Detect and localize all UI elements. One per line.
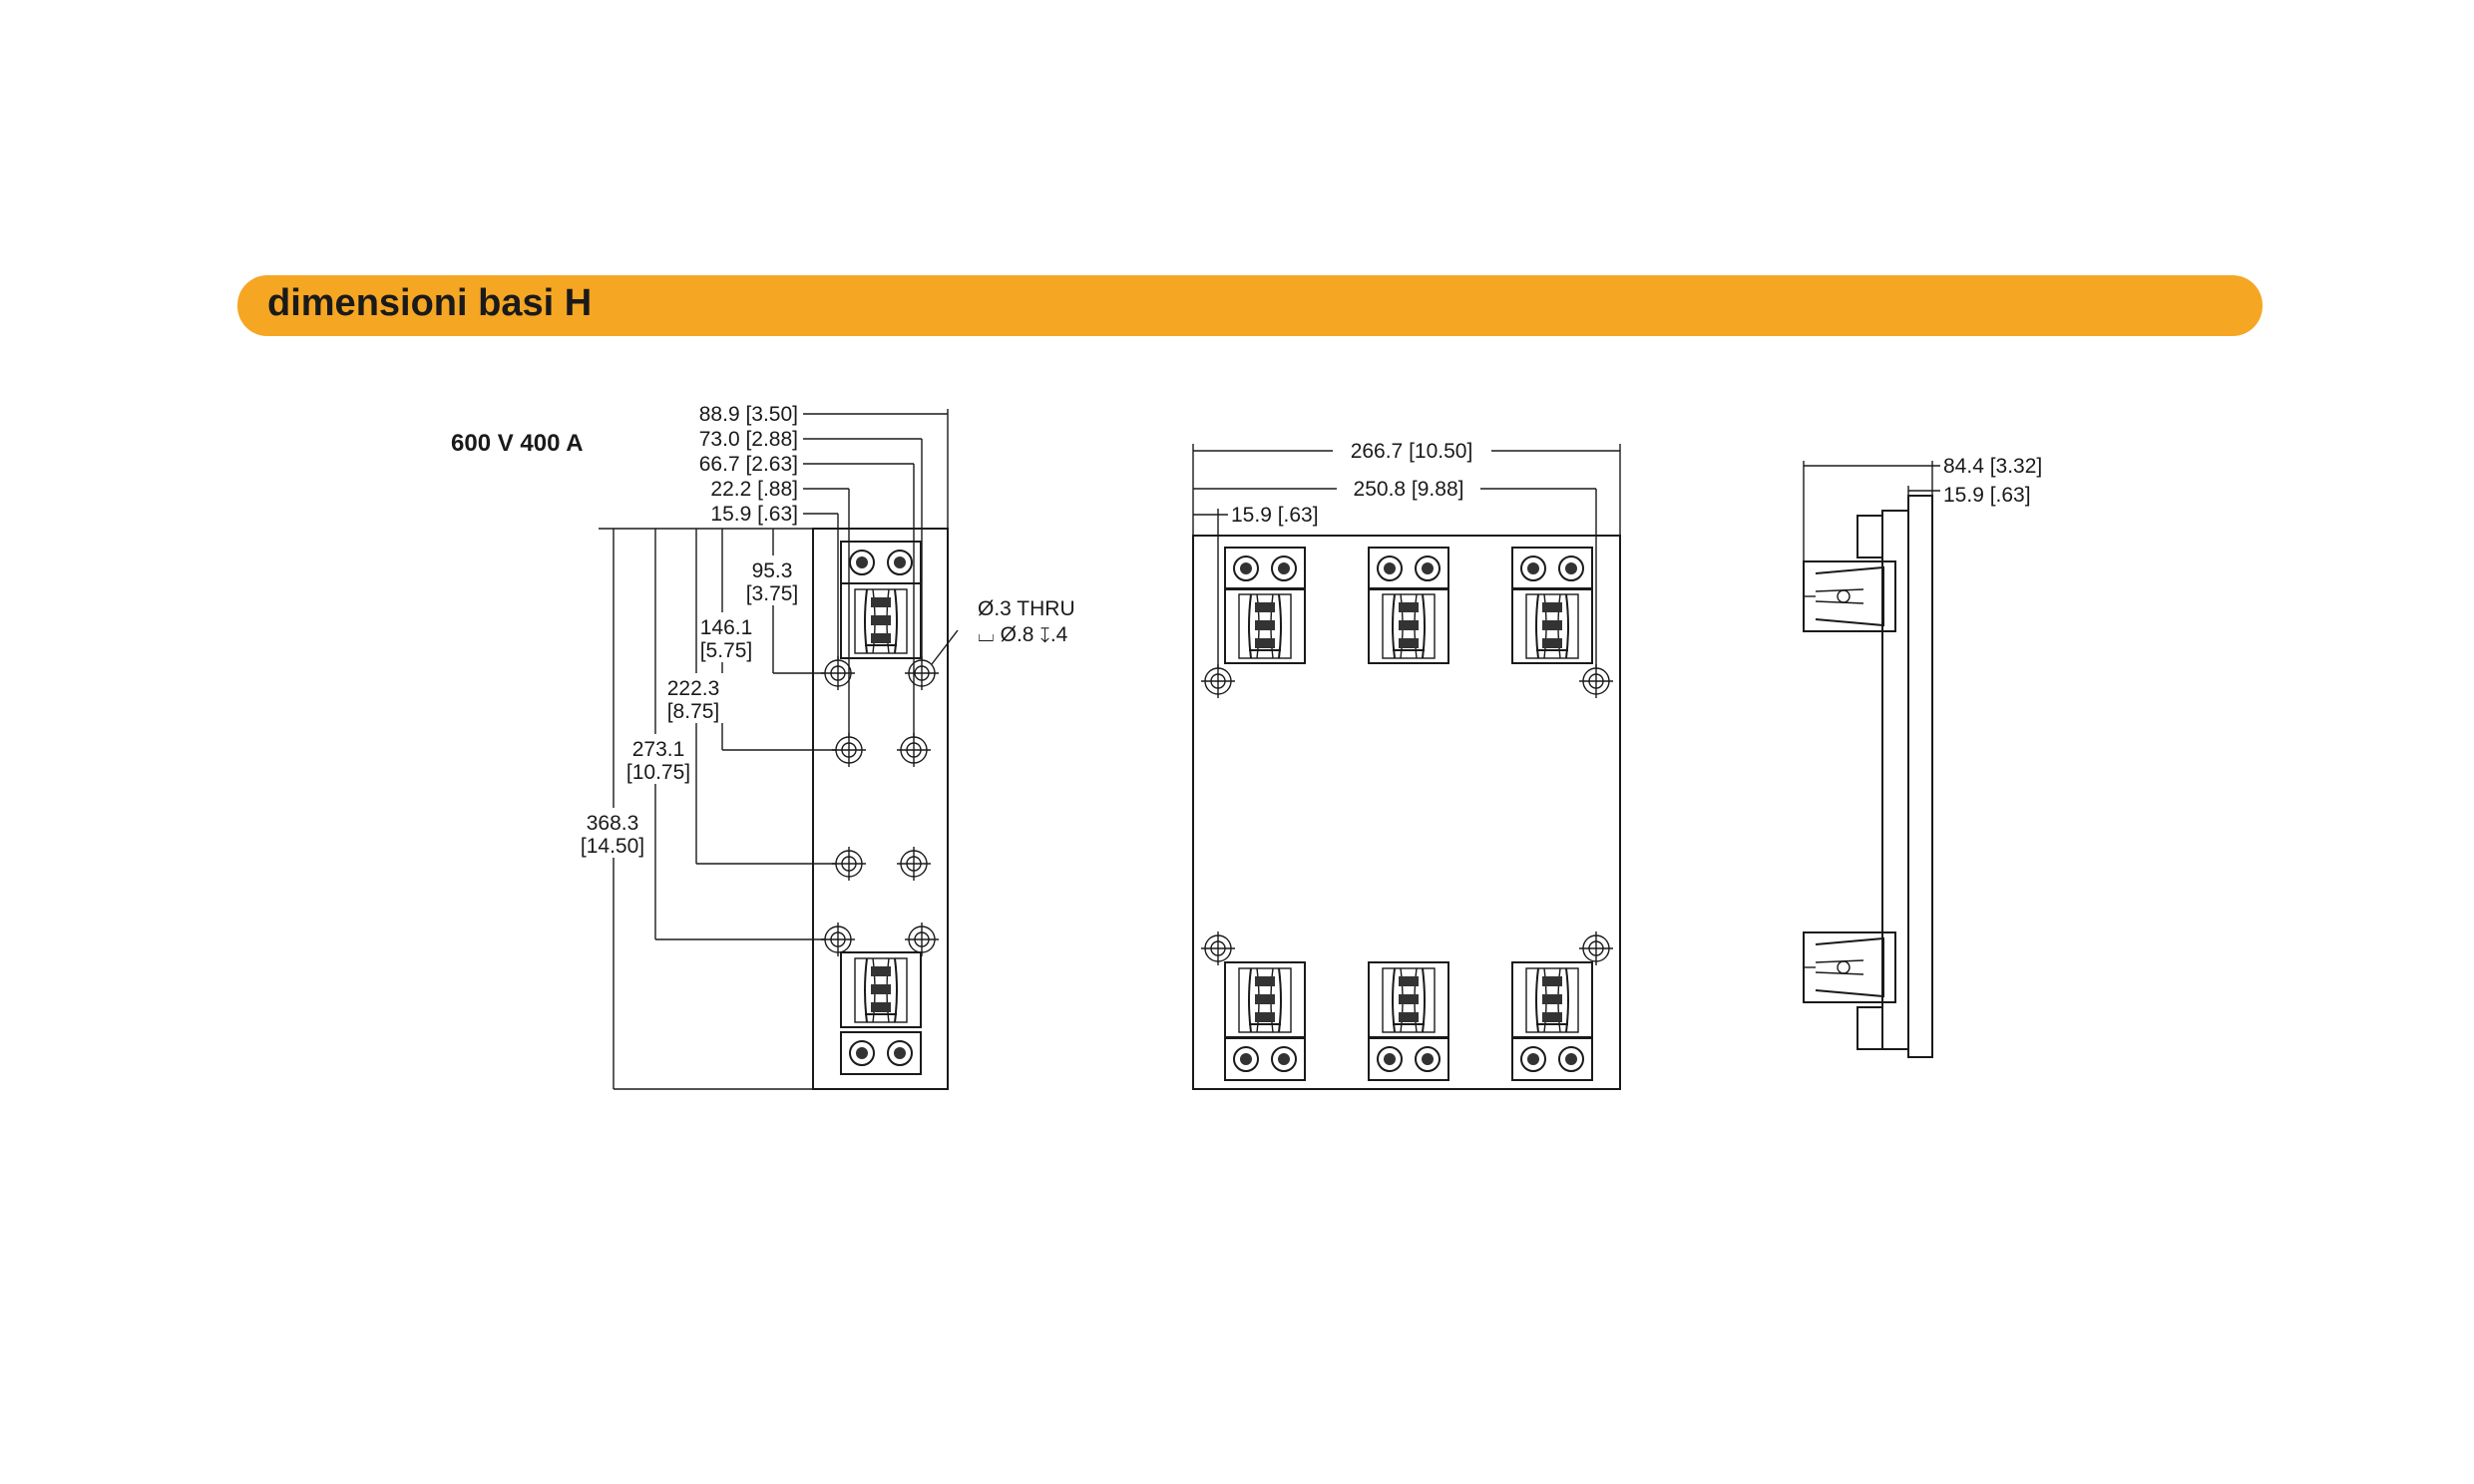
dim-label: [3.75]: [746, 582, 799, 605]
mounting-hole-icon: [831, 846, 867, 882]
dim-label: 273.1: [632, 738, 685, 761]
dim-label: 250.8 [9.88]: [1354, 478, 1464, 501]
mounting-hole-icon: [896, 732, 932, 768]
section-title: dimensioni basi H: [267, 282, 593, 324]
dim-label: 266.7 [10.50]: [1351, 440, 1473, 463]
mounting-hole-icon: [1200, 930, 1236, 966]
hole-note: Ø.3 THRU: [978, 597, 1075, 620]
dim-label: 88.9 [3.50]: [699, 403, 798, 426]
dim-label: 146.1: [700, 616, 753, 639]
top-view: 266.7 [10.50] 250.8 [9.88] 15.9 [.63]: [1192, 440, 1621, 1090]
dim-label: 66.7 [2.63]: [699, 453, 798, 476]
dim-label: 15.9 [.63]: [1231, 504, 1319, 527]
dim-label: 15.9 [.63]: [1943, 484, 2031, 507]
front-view: 88.9 [3.50] 73.0 [2.88] 66.7 [2.63] 22.2…: [575, 403, 1075, 1090]
dim-label: 73.0 [2.88]: [699, 428, 798, 451]
mounting-hole-icon: [1200, 663, 1236, 699]
dim-label: 84.4 [3.32]: [1943, 455, 2042, 478]
mounting-hole-icon: [904, 922, 940, 957]
dim-label: [8.75]: [667, 700, 720, 723]
dim-label: [5.75]: [700, 639, 753, 662]
dim-label: 222.3: [667, 677, 720, 700]
dim-label: 22.2 [.88]: [710, 478, 798, 501]
dim-label: [14.50]: [581, 835, 644, 858]
dim-label: 368.3: [587, 812, 639, 835]
dim-label: 15.9 [.63]: [710, 503, 798, 526]
mounting-hole-icon: [1578, 663, 1614, 699]
rating-label: 600 V 400 A: [451, 430, 584, 457]
hole-note: ⌴ Ø.8 ↧.4: [978, 623, 1068, 646]
mounting-hole-icon: [831, 732, 867, 768]
dim-label: 95.3: [752, 559, 793, 582]
mounting-hole-icon: [896, 846, 932, 882]
mounting-hole-icon: [820, 922, 856, 957]
mounting-hole-icon: [1578, 930, 1614, 966]
mounting-hole-icon: [820, 655, 856, 691]
dim-label: [10.75]: [626, 761, 690, 784]
section-header-bar: dimensioni basi H: [237, 275, 2263, 336]
side-view: 84.4 [3.32] 15.9 [.63]: [1803, 455, 2042, 1058]
